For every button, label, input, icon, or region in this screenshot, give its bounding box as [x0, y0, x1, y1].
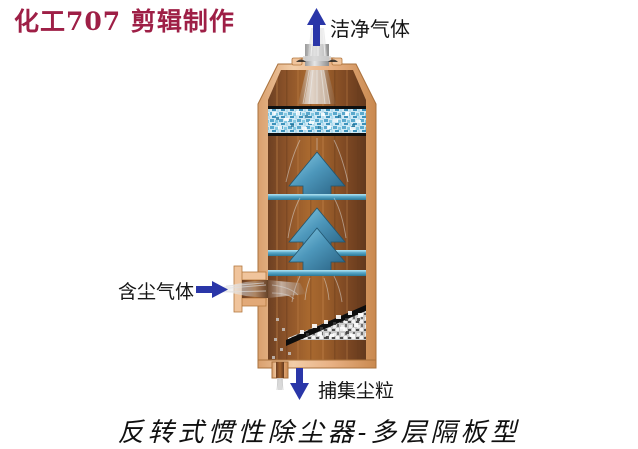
- stage2-flow-lines: [287, 197, 347, 239]
- filter-dark-speckles: [276, 115, 355, 129]
- dust-grains-dark: [306, 318, 360, 339]
- dust-hopper: [272, 304, 366, 359]
- inlet-jet-streaks: [217, 282, 267, 293]
- label-clean-gas: 洁净气体: [330, 17, 410, 41]
- inlet-nozzle: [212, 265, 268, 313]
- filter-layer: [268, 106, 366, 136]
- label-collected-dust: 捕集尘粒: [318, 380, 395, 402]
- baffle-stage-3: [268, 227, 366, 303]
- dusty-gas-arrow: [196, 281, 228, 298]
- dust-outlet-pipe: [257, 359, 377, 391]
- filter-speckles: [272, 111, 361, 130]
- watermark-text: 化工707 剪辑制作: [14, 7, 235, 36]
- label-dusty-gas: 含尘气体: [118, 281, 195, 303]
- collected-dust-arrow: [290, 368, 309, 400]
- diagram-caption: 反转式惯性除尘器-多层隔板型: [117, 418, 521, 448]
- inlet-jet-in-chamber: [268, 280, 306, 300]
- dust-drift: [272, 318, 291, 359]
- stage1-flow-lines: [285, 138, 349, 183]
- dust-grains-light: [300, 311, 363, 337]
- clean-gas-plume: [298, 70, 336, 105]
- clean-gas-arrow: [307, 8, 326, 46]
- plume-streaks: [302, 70, 331, 105]
- baffle-stage-1: [268, 138, 366, 200]
